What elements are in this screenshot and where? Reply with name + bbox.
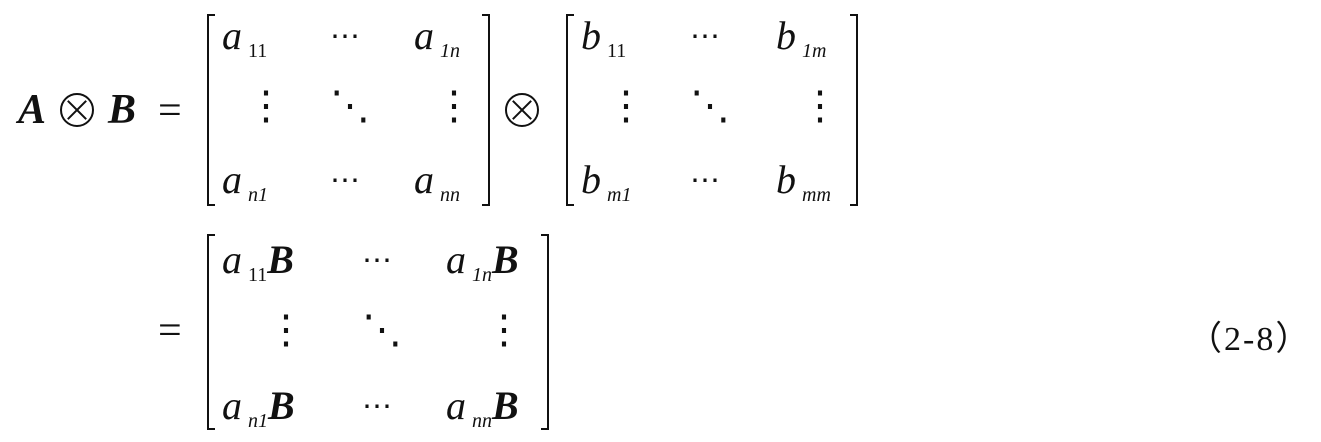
result-ddots: ⋱ (362, 307, 402, 352)
matrix-a-ddots: ⋱ (330, 83, 370, 128)
result-vdots-col3: ⋮ (484, 307, 524, 352)
kronecker-product-icon-2 (505, 93, 539, 127)
result-cdots-row3: ⋯ (362, 390, 393, 423)
matrix-B-symbol: B (108, 87, 137, 133)
result-cdots-row1: ⋯ (362, 244, 393, 277)
matrix-b-vdots-col1: ⋮ (606, 83, 646, 128)
matrix-A-symbol: A (18, 87, 47, 133)
matrix-a-right-bracket (482, 14, 490, 206)
equals-sign-1: = (158, 88, 182, 134)
equals-sign-2: = (158, 308, 182, 354)
matrix-a-cdots-row1: ⋯ (330, 20, 361, 53)
equation-number: （2-8） (1188, 321, 1312, 358)
result-vdots-col1: ⋮ (266, 307, 306, 352)
matrix-b-vdots-col3: ⋮ (800, 83, 840, 128)
equation-lhs: A B (18, 78, 136, 142)
matrix-a-vdots-col3: ⋮ (434, 83, 474, 128)
result-left-bracket (207, 234, 215, 430)
matrix-a-cdots-row3: ⋯ (330, 164, 361, 197)
matrix-b-cdots-row1: ⋯ (690, 20, 721, 53)
matrix-b-ddots: ⋱ (690, 83, 730, 128)
matrix-a-left-bracket (207, 14, 215, 206)
matrix-b-right-bracket (850, 14, 858, 206)
matrix-a-vdots-col1: ⋮ (246, 83, 286, 128)
matrix-b-left-bracket (566, 14, 574, 206)
kronecker-product-icon (60, 93, 95, 127)
result-right-bracket (541, 234, 549, 430)
matrix-b-cdots-row3: ⋯ (690, 164, 721, 197)
